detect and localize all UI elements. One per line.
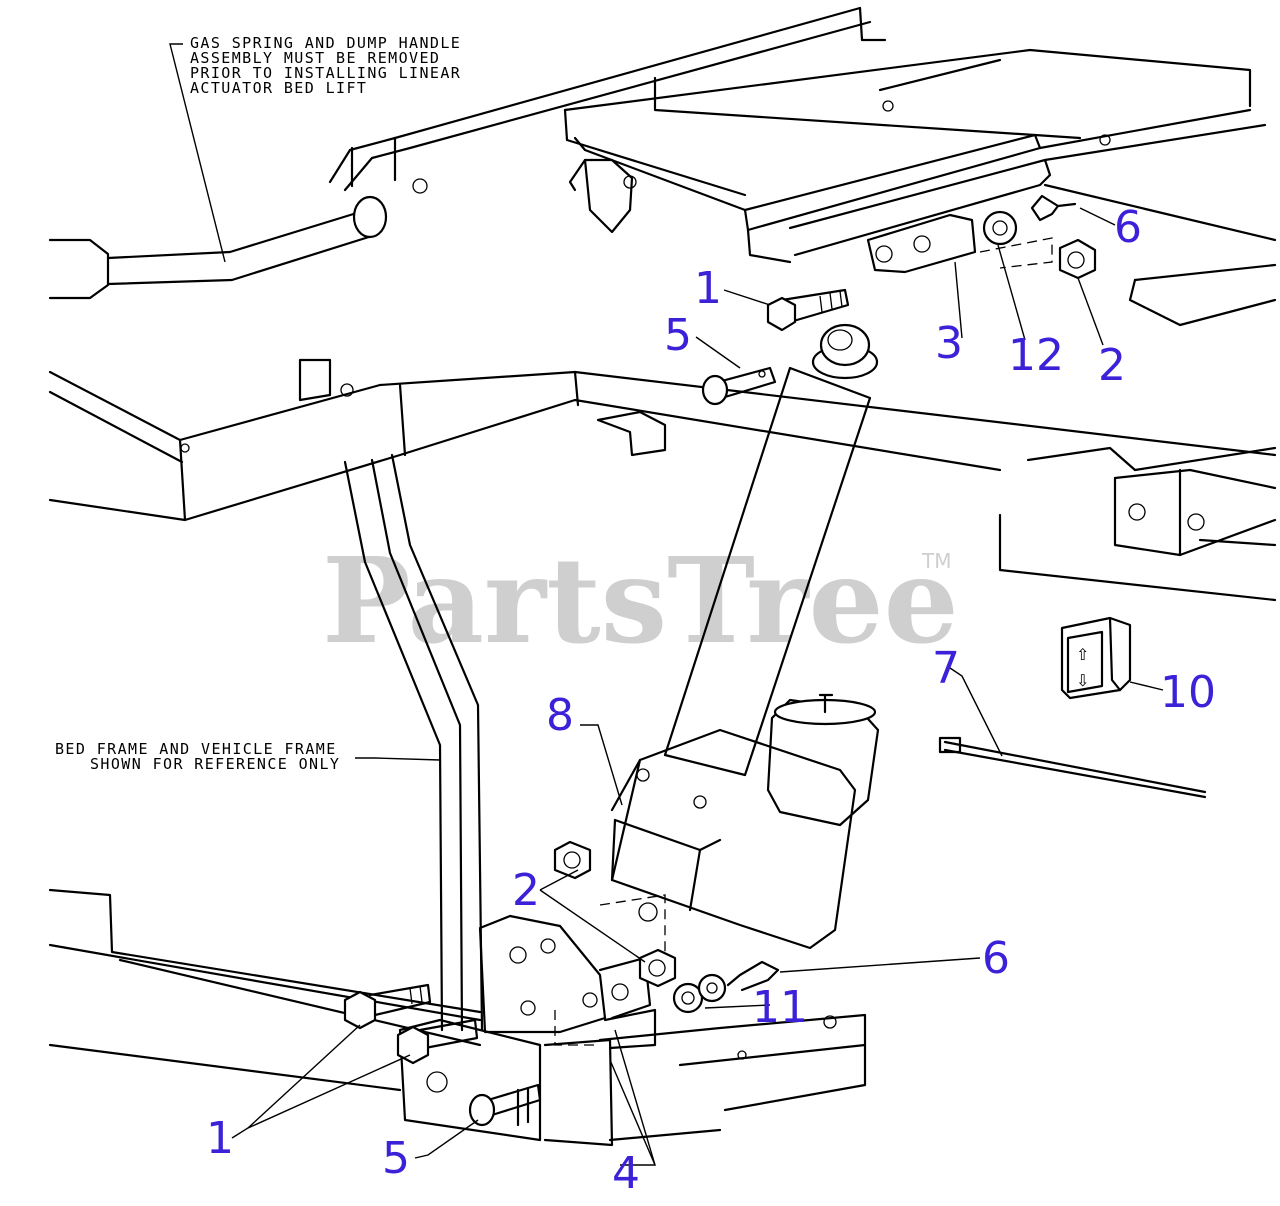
note-gas-spring-line-1: GAS SPRING AND DUMP HANDLE bbox=[190, 34, 461, 52]
callout-3: 3 bbox=[935, 318, 963, 369]
callout-12: 12 bbox=[1008, 330, 1064, 381]
note-bed-frame: BED FRAME AND VEHICLE FRAME SHOWN FOR RE… bbox=[55, 740, 340, 773]
hardware bbox=[343, 194, 1097, 1127]
callout-10: 10 bbox=[1160, 667, 1216, 718]
callout-7: 7 bbox=[932, 643, 960, 694]
bed-frame bbox=[328, 6, 1277, 327]
note-gas-spring-line-3: PRIOR TO INSTALLING LINEAR bbox=[190, 64, 461, 82]
note-gas-spring: GAS SPRING AND DUMP HANDLE ASSEMBLY MUST… bbox=[190, 34, 461, 97]
note-gas-spring-line-4: ACTUATOR BED LIFT bbox=[190, 79, 367, 97]
leader-lines bbox=[169, 43, 1164, 1166]
switch-up-arrow-icon: ⇧ bbox=[1076, 645, 1089, 664]
callout-6-top: 6 bbox=[1114, 202, 1142, 253]
vehicle-frame bbox=[48, 358, 1277, 602]
lower-frame bbox=[48, 888, 867, 1142]
callout-6-mid: 6 bbox=[982, 933, 1010, 984]
watermark-text: PartsTree bbox=[322, 531, 959, 670]
callout-2-top: 2 bbox=[1098, 340, 1126, 391]
linear-actuator bbox=[610, 323, 880, 950]
lower-bracket bbox=[398, 894, 666, 1147]
callouts: 1 5 3 12 2 6 7 10 8 2 6 11 1 5 4 bbox=[206, 202, 1216, 1199]
note-gas-spring-line-2: ASSEMBLY MUST BE REMOVED bbox=[190, 49, 440, 67]
cable-tie bbox=[938, 736, 1207, 799]
gas-spring bbox=[48, 195, 388, 300]
callout-1-top: 1 bbox=[694, 263, 722, 314]
note-bed-frame-line-1: BED FRAME AND VEHICLE FRAME bbox=[55, 740, 337, 758]
rocker-switch: ⇧ ⇩ bbox=[1060, 616, 1132, 700]
trademark-mark: TM bbox=[921, 549, 951, 573]
switch-down-arrow-icon: ⇩ bbox=[1076, 671, 1089, 690]
watermark: PartsTree TM bbox=[322, 531, 959, 670]
callout-4: 4 bbox=[612, 1148, 640, 1199]
callout-1-bottom: 1 bbox=[206, 1113, 234, 1164]
callout-5-bottom: 5 bbox=[382, 1133, 410, 1184]
callout-11: 11 bbox=[752, 982, 808, 1033]
callout-2-mid: 2 bbox=[512, 865, 540, 916]
frame-tube bbox=[343, 453, 484, 1032]
note-bed-frame-line-2: SHOWN FOR REFERENCE ONLY bbox=[90, 755, 340, 773]
callout-5-top: 5 bbox=[664, 310, 692, 361]
callout-8: 8 bbox=[546, 690, 574, 741]
